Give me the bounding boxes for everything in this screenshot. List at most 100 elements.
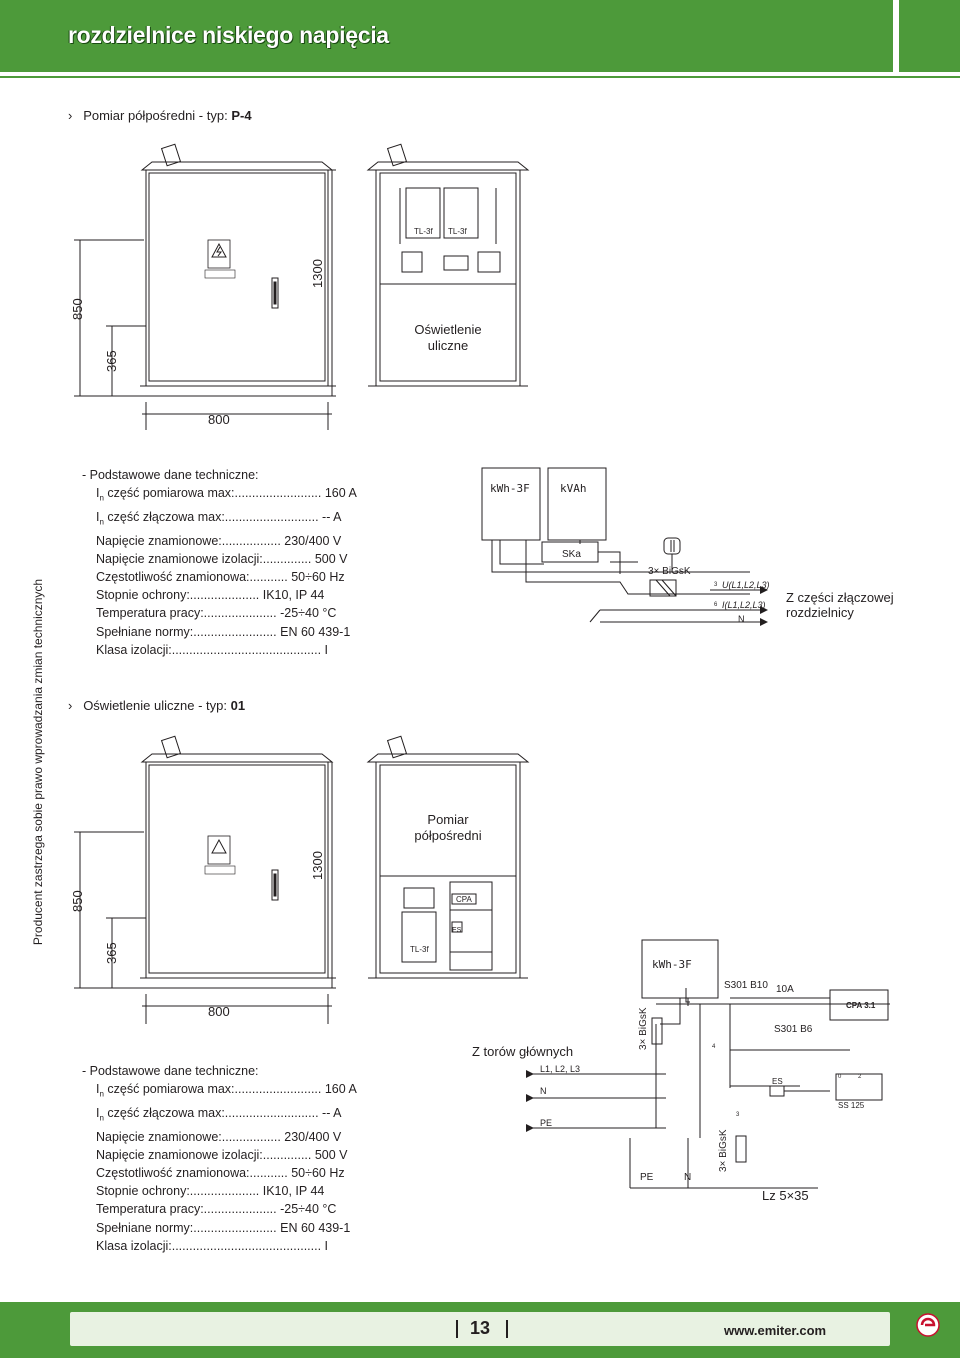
fuses-label: 3× BiGsK xyxy=(648,566,691,577)
svg-text:6: 6 xyxy=(714,602,718,608)
sidebar: Producent zastrzega sobie prawo wprowadz… xyxy=(0,82,62,1358)
cabinet1-roof xyxy=(140,161,334,171)
es-label: ES xyxy=(452,927,462,934)
cabinet2-label-line1: Oświetlenie xyxy=(414,322,481,337)
kvah-label: kVAh xyxy=(560,482,587,495)
svg-text:4: 4 xyxy=(712,1044,716,1050)
section2-label: Oświetlenie uliczne - typ: xyxy=(83,698,231,713)
dim-800-2: 800 xyxy=(208,1004,230,1019)
cpa31-label: CPA 3.1 xyxy=(846,1001,876,1010)
dim-800-1: 800 xyxy=(208,412,230,427)
spec-row: Częstotliwość znamionowa:........... 50÷… xyxy=(96,1166,345,1181)
dim-1300-2: 1300 xyxy=(310,851,325,880)
spec-row: Klasa izolacji:.........................… xyxy=(96,1238,329,1253)
spec-row: Stopnie ochrony:.................... IK1… xyxy=(96,588,325,603)
cabinet1-body xyxy=(145,169,329,387)
pe-label-2: PE xyxy=(640,1172,654,1183)
ss125-box xyxy=(835,1073,883,1101)
section1-schematic: kWh-3F kVAh SKa 3× BiGsK 3 U(L1,L2,L3) 6… xyxy=(481,467,894,626)
es-box xyxy=(769,1085,785,1097)
cabinet2-label-line2: uliczne xyxy=(428,338,468,353)
n-line-label: N xyxy=(540,1086,547,1096)
cabinet2-chimney xyxy=(386,143,408,167)
ct-block xyxy=(663,537,681,555)
section2-type: 01 xyxy=(230,698,246,713)
fuses-top-label: 3× BiGsK xyxy=(638,1007,649,1050)
spec-row: Napięcie znamionowe izolacji:...........… xyxy=(96,1147,348,1162)
emiter-logo-icon xyxy=(916,1313,940,1342)
spec-row: Spełniane normy:........................… xyxy=(96,1220,351,1235)
dim-850-1: 850 xyxy=(70,298,85,320)
section1-specs: - Podstawowe dane techniczne: In część p… xyxy=(82,466,357,659)
cabinet2-body xyxy=(375,169,521,387)
warning-sign xyxy=(207,239,231,269)
cpa-box xyxy=(829,989,889,1021)
spec-row: Napięcie znamionowe:................. 23… xyxy=(96,1129,342,1144)
spec-row: Napięcie znamionowe izolacji:...........… xyxy=(96,551,348,566)
spec-row: Temperatura pracy:..................... … xyxy=(96,1202,337,1217)
spec-row: Stopnie ochrony:.................... IK1… xyxy=(96,1184,325,1199)
tl-module-2 xyxy=(443,187,479,239)
footer-inner xyxy=(70,1312,890,1346)
header-underline xyxy=(0,76,960,78)
section1-cabinets-drawing: 850 365 1300 800 TL-3f TL-3f Oświetlenie… xyxy=(70,143,530,430)
section2-specs: - Podstawowe dane techniczne: In część p… xyxy=(82,1062,357,1255)
dim-1300-1: 1300 xyxy=(310,259,325,288)
tl-label-3: TL-3f xyxy=(410,945,429,954)
i-label: I(L1,L2,L3) xyxy=(722,600,766,610)
note-line1: Z części złączowej xyxy=(786,590,894,605)
ska-label: SKa xyxy=(562,549,581,560)
spec-row: In część pomiarowa max:.................… xyxy=(96,1082,357,1099)
spec-heading: - Podstawowe dane techniczne: xyxy=(82,1064,259,1078)
10a-label: 10A xyxy=(776,984,794,995)
s301b6-label: S301 B6 xyxy=(774,1024,813,1035)
kwh-label: kWh-3F xyxy=(490,482,530,495)
lines-label: L1, L2, L3 xyxy=(540,1064,580,1074)
spec-row: Spełniane normy:........................… xyxy=(96,624,351,639)
spec-row: Temperatura pracy:..................... … xyxy=(96,606,337,621)
spec-row: Napięcie znamionowe:................. 23… xyxy=(96,533,342,548)
spec-row: In część złączowa max:..................… xyxy=(96,509,342,527)
kwh-label-2: kWh-3F xyxy=(652,958,692,971)
section2-title: › Oświetlenie uliczne - typ: 01 xyxy=(68,698,245,713)
n-label: N xyxy=(738,614,745,624)
svg-text:3: 3 xyxy=(714,582,718,588)
cpa-label: CPA xyxy=(456,895,473,904)
spec-row: Częstotliwość znamionowa:........... 50÷… xyxy=(96,570,345,585)
spec-heading: - Podstawowe dane techniczne: xyxy=(82,468,259,482)
dim-365-2: 365 xyxy=(104,942,119,964)
section1-title: › Pomiar półpośredni - typ: P-4 xyxy=(68,108,252,123)
sidebar-disclaimer: Producent zastrzega sobie prawo wprowadz… xyxy=(31,578,45,946)
s301b10-label: S301 B10 xyxy=(724,980,768,991)
section2-schematic: kWh-3F S301 B10 10A CPA 3.1 S301 B6 ES S… xyxy=(472,939,890,1203)
note-line2: rozdzielnicy xyxy=(786,605,854,620)
cabinet1-chimney xyxy=(160,143,182,167)
cabinet4-label-line2: półpośredni xyxy=(414,828,481,843)
kwh-meter-box xyxy=(481,467,541,541)
es-label-2: ES xyxy=(772,1077,783,1086)
spec-row: Klasa izolacji:.........................… xyxy=(96,642,329,657)
pe-line-label: PE xyxy=(540,1118,552,1128)
page-bar-left xyxy=(456,1320,458,1338)
warning-sign xyxy=(207,835,231,865)
lz-label: Lz 5×35 xyxy=(762,1188,809,1203)
website-link[interactable]: www.emiter.com xyxy=(724,1323,827,1338)
tl-label-2: TL-3f xyxy=(448,227,467,236)
page-title: rozdzielnice niskiego napięcia xyxy=(68,22,389,48)
spec-row: In część pomiarowa max:.................… xyxy=(96,486,357,503)
section1-type: P-4 xyxy=(231,108,252,123)
u-label: U(L1,L2,L3) xyxy=(722,580,770,590)
section1-label: Pomiar półpośredni - typ: xyxy=(83,108,232,123)
z-torow-label: Z torów głównych xyxy=(472,1044,573,1059)
section2-cabinets-drawing: 850 365 1300 800 Pomiar półpośredni CPA … xyxy=(70,735,530,1024)
svg-text:2: 2 xyxy=(858,1074,862,1080)
section2-bullet: › xyxy=(68,698,73,713)
dim-850-2: 850 xyxy=(70,890,85,912)
page-bar-right xyxy=(506,1320,508,1338)
fuses-bottom-label: 3× BiGsK xyxy=(718,1129,729,1172)
n-label-2: N xyxy=(684,1172,691,1183)
page-number: 13 xyxy=(470,1318,491,1338)
spec-row: In część złączowa max:..................… xyxy=(96,1105,342,1123)
tl-module-1 xyxy=(405,187,441,239)
tl-label-1: TL-3f xyxy=(414,227,433,236)
